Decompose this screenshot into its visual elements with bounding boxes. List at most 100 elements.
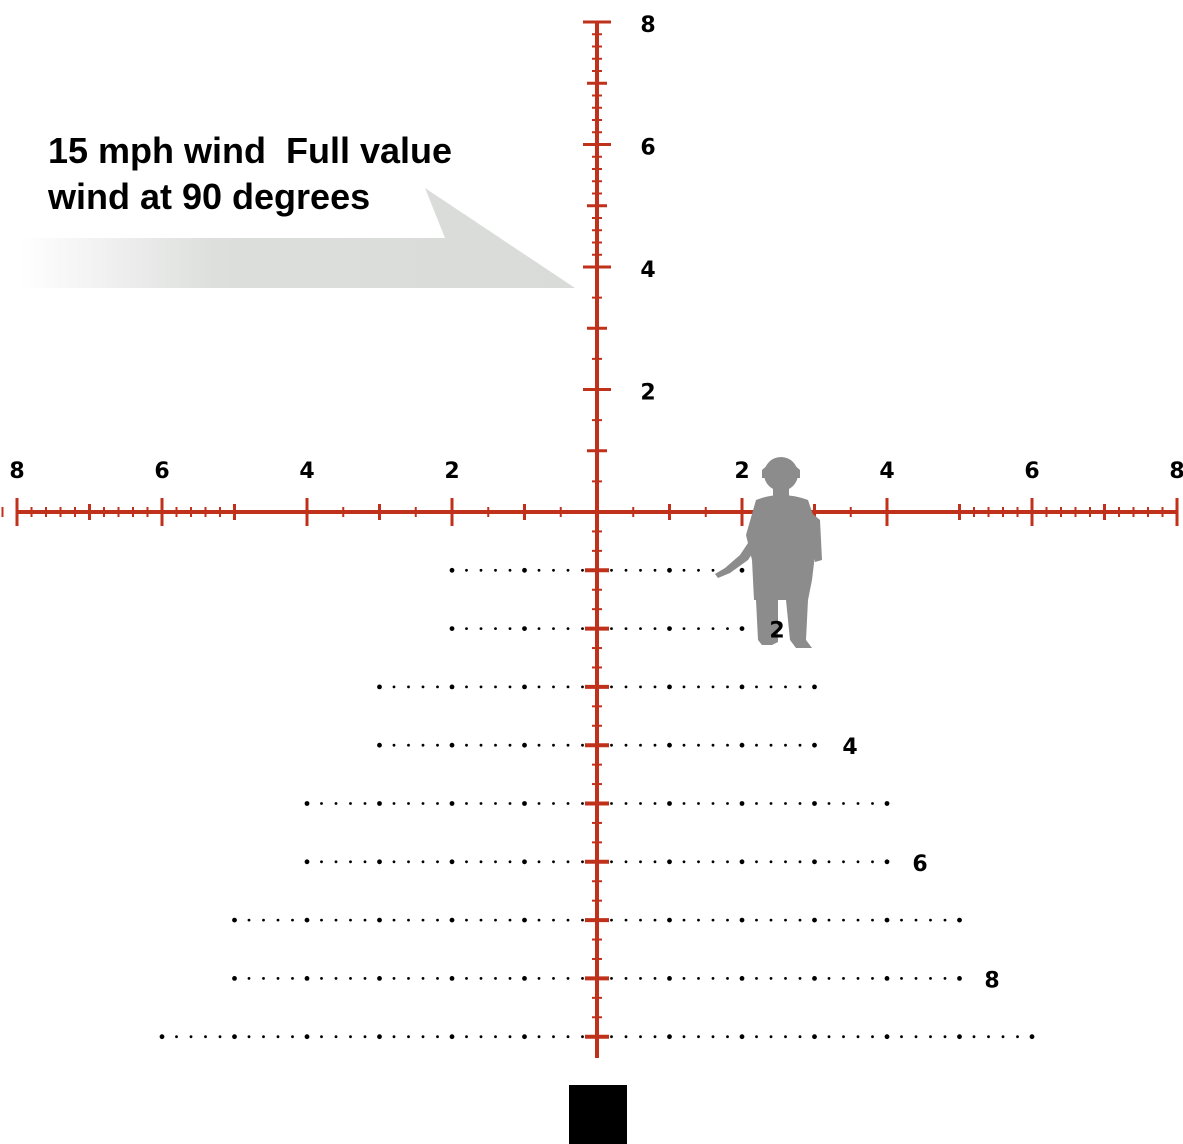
holdover-dot [537,1035,541,1039]
holdover-dot [436,977,439,980]
holdover-dot [304,1034,310,1040]
holdover-dot [711,1035,715,1039]
holdover-dot [653,802,657,805]
holdover-dot [377,684,382,690]
holdover-dot [697,918,700,922]
holdover-dot [929,918,932,922]
holdover-dot [639,802,642,805]
holdover-dot [739,801,745,806]
holdover-dot [624,627,628,630]
holdover-dot [610,627,613,630]
holdover-dot [392,860,396,864]
holdover-dot [900,1035,903,1039]
holdover-dot [479,743,483,747]
holdover-dot [291,1035,294,1039]
holdover-dot [711,743,715,747]
holdover-dot [304,976,310,981]
holdover-dot [552,860,555,864]
holdover-dot [798,977,802,980]
holdover-dot [682,568,686,572]
holdover-dot [581,860,584,864]
holdover-dot [697,685,700,689]
holdover-dot [943,918,947,922]
holdover-dot [320,860,323,864]
holdover-dot [334,802,338,805]
holdover-dot [552,977,555,980]
holdover-dot [739,976,745,981]
holdover-dot [465,568,468,572]
holdover-dot [624,918,628,922]
holdover-dot [508,977,512,980]
holdover-dot [247,1035,251,1039]
holdover-dot [232,917,237,923]
holdover-dot [739,917,745,923]
holdover-dot [479,802,483,805]
holdover-dot [929,977,932,980]
holdover-dot [552,918,555,922]
holdover-dot [667,859,672,865]
holdover-dot [552,568,555,572]
holdover-dot [827,977,831,980]
holdover-dot [798,802,802,805]
holdover-dot [755,977,758,980]
holdover-dot [407,743,410,747]
holdover-dot [929,1035,932,1039]
holdover-dot [682,743,686,747]
holdover-dot [522,859,527,865]
holdover-dot [798,860,802,864]
holdover-dot [711,918,715,922]
holdover-dot [739,742,745,748]
holdover-dot [479,685,483,689]
holdover-dot [392,685,396,689]
holdover-dot [276,1035,280,1039]
holdover-dot [739,859,745,865]
holdover-dot [508,685,512,689]
holdover-dot [610,860,613,864]
holdover-dot [479,1035,483,1039]
holdover-dot [552,802,555,805]
holdover-dot [827,802,831,805]
holdover-dot [566,685,570,689]
holdover-dot [449,626,455,631]
holdover-dot [436,860,439,864]
holdover-dot [407,802,410,805]
holdover-dot [697,802,700,805]
holdover-dot [320,977,323,980]
holdover-dot [304,801,310,806]
holdover-dot [262,918,265,922]
holdover-dot [581,627,584,630]
holdover-dot [639,568,642,572]
holdover-dot [494,685,497,689]
holdover-dot [624,568,628,572]
holdover-label: 8 [984,968,999,993]
holdover-dot [304,859,310,865]
holdover-dot [189,1035,193,1039]
holdover-dot [421,1035,425,1039]
holdover-dot [377,801,382,806]
holdover-dot [957,976,962,981]
holdover-dot [987,1035,990,1039]
holdover-dot [508,1035,512,1039]
holdover-dot [377,859,382,865]
holdover-dot [639,743,642,747]
holdover-dot [1016,1035,1019,1039]
holdover-dot [334,977,338,980]
holdover-dot [421,918,425,922]
holdover-dot [566,568,570,572]
holdover-dot [377,742,382,748]
holdover-dot [175,1035,178,1039]
holdover-dot [522,684,527,690]
holdover-dot [871,918,874,922]
holdover-dot [842,977,845,980]
holdover-dot [726,918,729,922]
holdover-dot [755,918,758,922]
holdover-dot [581,977,584,980]
holdover-dot [204,1035,207,1039]
holdover-dot [798,1035,802,1039]
holdover-dot [363,918,367,922]
holdover-dot [465,802,468,805]
holdover-dot [349,977,352,980]
holdover-dot [711,685,715,689]
holdover-dot [494,627,497,630]
